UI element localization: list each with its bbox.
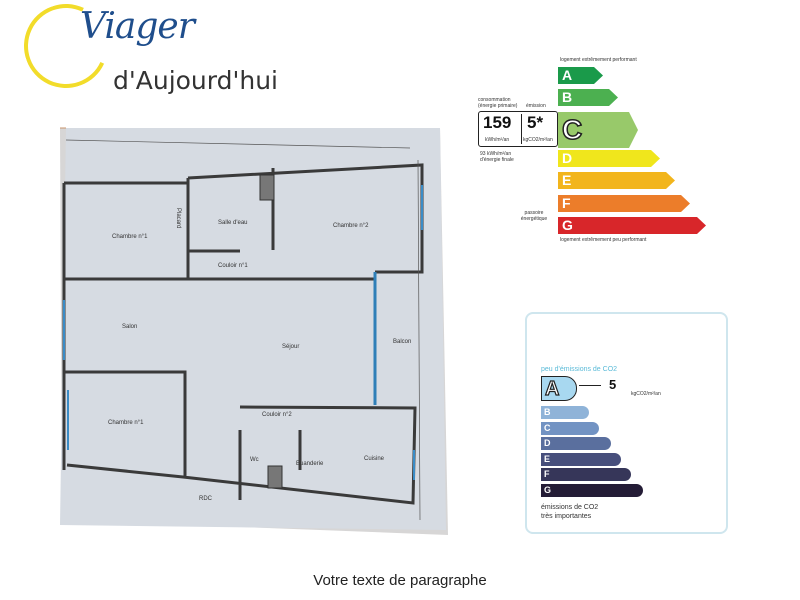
consumption-value: 159 <box>483 113 512 132</box>
emission-value: 5* <box>527 113 544 132</box>
logo-subtitle: d'Aujourd'hui <box>113 66 278 95</box>
ghg-class-g: G <box>541 483 643 497</box>
ghg-class-d: D <box>541 437 611 450</box>
room-label: Cuisine <box>364 456 385 462</box>
room-label: Salon <box>122 324 137 330</box>
ges-bottom-note-1: émissions de CO2 <box>541 504 599 511</box>
dpe-bottom-note: logement extrêmement peu performant <box>560 237 647 243</box>
final-energy-note: 93 kWh/m²/an d'énergie finale <box>480 151 514 163</box>
energy-class-d: D <box>558 150 660 167</box>
room-label: Séjour <box>282 344 299 350</box>
room-label: Wc <box>250 457 259 463</box>
room-label: Placard <box>175 208 181 228</box>
ges-bottom-note-2: très importantes <box>541 513 592 520</box>
dpe-top-note: logement extrêmement performant <box>560 57 637 63</box>
room-label: Balcon <box>393 339 411 345</box>
room-label: Chambre n°2 <box>333 223 369 229</box>
energy-class-e: E <box>558 172 675 189</box>
emission-unit: kgCO2/m²/an <box>523 137 553 143</box>
ghg-class-e: E <box>541 452 621 466</box>
energy-class-c: C <box>558 112 638 148</box>
ges-value: 5 <box>609 377 617 392</box>
energy-class-g: G <box>558 217 706 234</box>
energy-class-f: F <box>558 195 690 212</box>
room-label: Buanderie <box>296 461 324 467</box>
ghg-class-a: A <box>541 376 577 401</box>
room-label: Chambre n°1 <box>112 234 148 240</box>
ghg-class-c: C <box>541 421 599 435</box>
room-label: Couloir n°2 <box>262 412 292 418</box>
dpe-consumption-label: consommation (énergie primaire) <box>478 97 518 109</box>
energy-performance-label: logement extrêmement performant consomma… <box>470 55 720 245</box>
ghg-class-f: F <box>541 468 631 481</box>
logo-title: Viager <box>80 6 195 47</box>
dpe-emission-label: émission <box>526 103 546 109</box>
energy-class-b: B <box>558 89 618 106</box>
room-label: Couloir n°1 <box>218 263 248 269</box>
ghg-class-b: B <box>541 406 589 419</box>
room-label: Chambre n°1 <box>108 420 144 426</box>
room-label: Salle d'eau <box>218 220 248 226</box>
energy-class-a: A <box>558 67 603 84</box>
ges-top-note: peu d'émissions de CO2 <box>541 366 618 373</box>
paragraph-text[interactable]: Votre texte de paragraphe <box>313 572 487 589</box>
consumption-unit: kWh/m²/an <box>485 137 510 143</box>
dpe-value-box: 159 kWh/m²/an 5* kgCO2/m²/an <box>478 111 558 147</box>
room-label: RDC <box>199 496 213 502</box>
dpe-side-note: passoire énergétique <box>520 210 548 222</box>
ges-unit: kgCO2/m²/an <box>631 391 661 397</box>
